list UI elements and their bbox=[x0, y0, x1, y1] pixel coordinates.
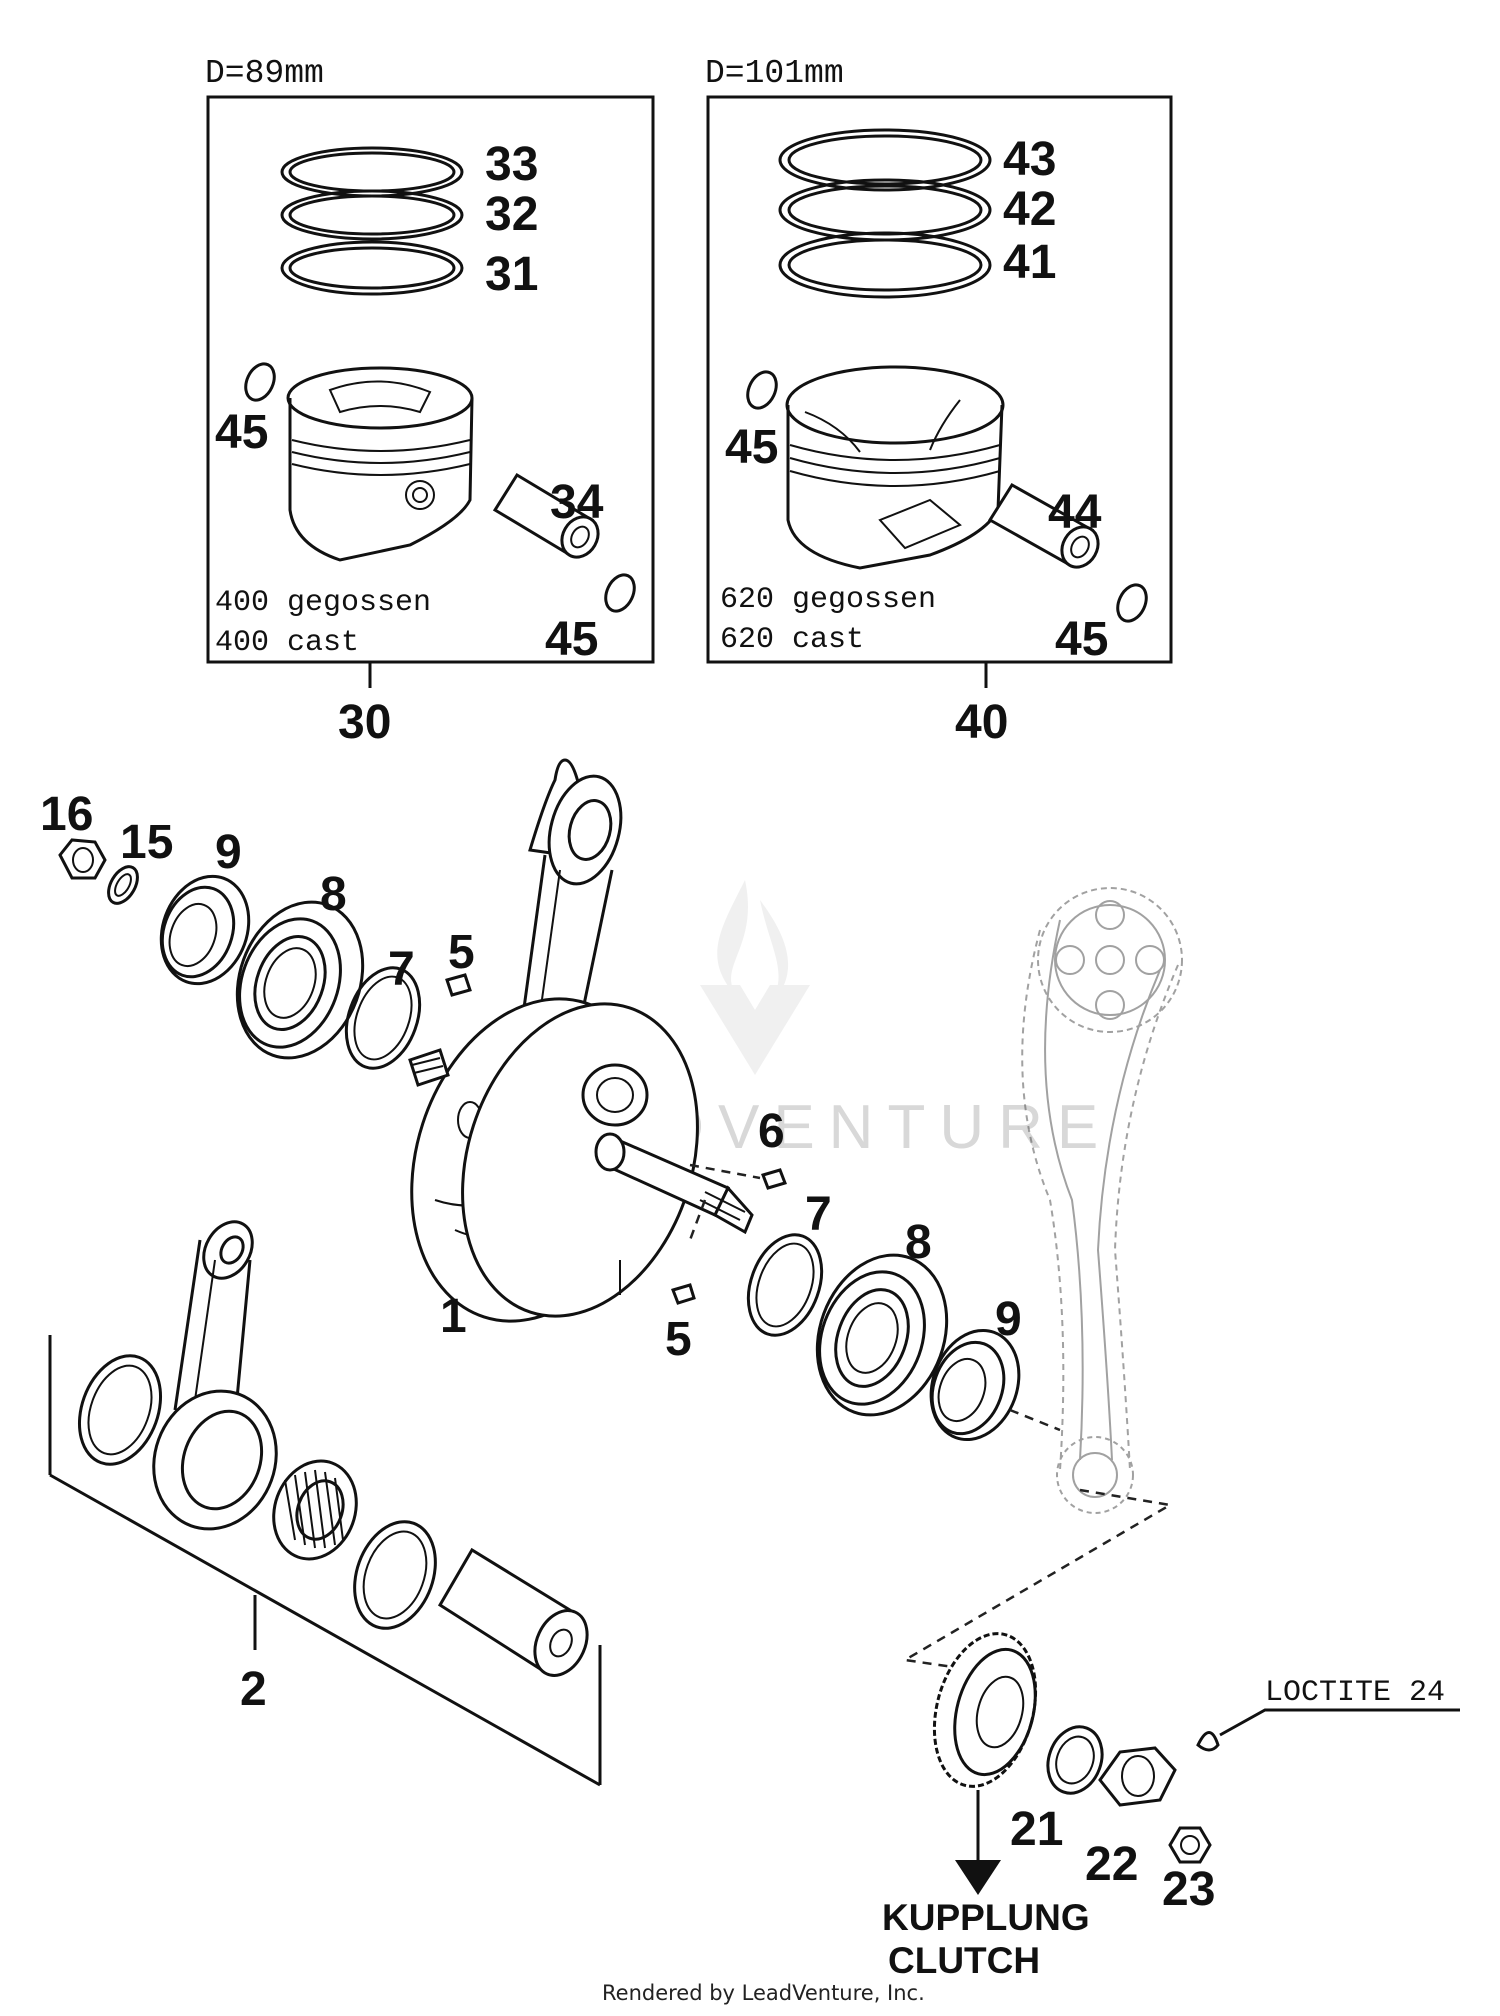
kit-101-line2: 620 cast bbox=[720, 623, 864, 657]
label-34: 34 bbox=[550, 476, 604, 529]
label-21: 21 bbox=[1010, 1803, 1063, 1856]
kit-89-circlip-left-icon bbox=[244, 362, 276, 402]
nut-left-icon bbox=[58, 838, 107, 880]
cap-nut-23-icon bbox=[1168, 1826, 1212, 1864]
label-45-kit101-left: 45 bbox=[725, 421, 778, 474]
conrod-icon bbox=[152, 1220, 278, 1531]
clutch-arrow-icon bbox=[955, 1790, 1001, 1895]
kit-101-rings bbox=[778, 128, 992, 299]
label-15: 15 bbox=[120, 816, 173, 869]
kit-89-rings bbox=[280, 146, 464, 296]
thrust-washer-2-icon bbox=[353, 1520, 437, 1630]
crank-pin-icon bbox=[437, 1547, 589, 1677]
label-7-left: 7 bbox=[388, 943, 415, 996]
seal-right-icon bbox=[929, 1328, 1021, 1442]
label-8-right: 8 bbox=[905, 1216, 932, 1269]
label-42: 42 bbox=[1003, 183, 1056, 236]
label-45-kit89-left: 45 bbox=[215, 406, 268, 459]
label-9-left: 9 bbox=[215, 826, 242, 879]
label-41: 41 bbox=[1003, 236, 1056, 289]
label-32: 32 bbox=[485, 188, 538, 241]
label-43: 43 bbox=[1003, 133, 1056, 186]
footer-credit: Rendered by LeadVenture, Inc. bbox=[602, 1981, 925, 2005]
shim-right-icon bbox=[746, 1233, 824, 1337]
kit-89-piston bbox=[286, 366, 474, 562]
label-45-kit101-right: 45 bbox=[1055, 613, 1108, 666]
clutch-label-en: CLUTCH bbox=[888, 1940, 1040, 1981]
label-8-left: 8 bbox=[320, 868, 347, 921]
shaft-guide-gear bbox=[901, 1488, 1174, 1670]
loctite-note: LOCTITE 24 bbox=[1265, 1676, 1445, 1710]
kit-89-line2: 400 cast bbox=[215, 626, 359, 660]
label-40: 40 bbox=[955, 696, 1008, 749]
label-31: 31 bbox=[485, 248, 538, 301]
bearing-left-icon bbox=[235, 900, 365, 1060]
kit-101-circlip-left-icon bbox=[746, 370, 778, 410]
key-top-icon bbox=[445, 973, 472, 997]
crankshaft-icon bbox=[408, 758, 754, 1323]
label-30: 30 bbox=[338, 696, 391, 749]
kit-101-circlip-right-icon bbox=[1116, 583, 1148, 623]
kit-101-piston-pin bbox=[987, 482, 1100, 569]
label-9-right: 9 bbox=[995, 1293, 1022, 1346]
label-7-right: 7 bbox=[805, 1188, 832, 1241]
kit-89-piston-pin bbox=[492, 472, 600, 559]
timing-chain-icon bbox=[1021, 887, 1183, 1514]
washer-21-icon bbox=[1046, 1725, 1104, 1795]
label-2: 2 bbox=[240, 1663, 267, 1716]
key-right-icon bbox=[761, 1168, 787, 1190]
kit-89-header: D=89mm bbox=[205, 55, 324, 92]
label-1: 1 bbox=[440, 1290, 467, 1343]
kit-89-line1: 400 gegossen bbox=[215, 586, 431, 620]
kit-89-frame bbox=[206, 95, 655, 664]
label-44: 44 bbox=[1048, 486, 1102, 539]
lock-washer-left-icon bbox=[107, 865, 139, 905]
drive-gear-icon bbox=[932, 1632, 1038, 1788]
seal-left-icon bbox=[159, 874, 251, 986]
kit-89-circlip-right-icon bbox=[604, 573, 636, 613]
needle-bearing-icon bbox=[272, 1459, 358, 1561]
conrod-kit-bracket bbox=[48, 1335, 602, 1787]
thrust-washer-1-icon bbox=[77, 1354, 163, 1466]
kit-101-frame bbox=[706, 95, 1173, 664]
kit-101-piston bbox=[785, 365, 1005, 570]
label-23: 23 bbox=[1162, 1863, 1215, 1916]
bearing-right-icon bbox=[815, 1253, 949, 1417]
key-right-guide bbox=[688, 1163, 761, 1241]
label-5-bottom: 5 bbox=[665, 1313, 692, 1366]
label-16: 16 bbox=[40, 788, 93, 841]
key-bottom-icon bbox=[671, 1283, 696, 1305]
label-6: 6 bbox=[758, 1105, 785, 1158]
kit-101-header: D=101mm bbox=[705, 55, 844, 92]
clutch-label-de: KUPPLUNG bbox=[882, 1897, 1090, 1938]
label-45-kit89-right: 45 bbox=[545, 613, 598, 666]
kit-101-line1: 620 gegossen bbox=[720, 583, 936, 617]
shim-left-icon bbox=[344, 966, 422, 1070]
loctite-leader bbox=[1219, 1708, 1460, 1737]
nut-22-icon bbox=[1098, 1746, 1177, 1807]
loctite-drop-icon bbox=[1196, 1731, 1220, 1752]
watermark-logo bbox=[700, 880, 810, 1075]
label-22: 22 bbox=[1085, 1838, 1138, 1891]
label-33: 33 bbox=[485, 138, 538, 191]
label-5-top: 5 bbox=[448, 926, 475, 979]
shaft-guide-chain bbox=[1009, 1408, 1061, 1432]
